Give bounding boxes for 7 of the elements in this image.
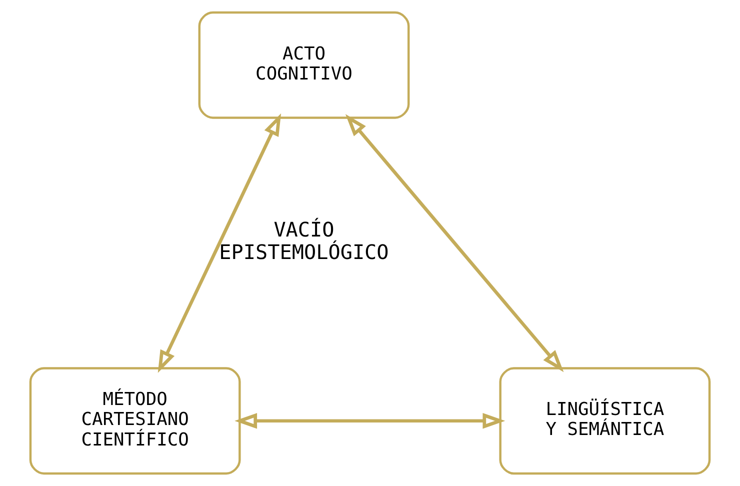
arrow xyxy=(158,113,282,373)
node-box: LINGÜÍSTICA Y SEMÁNTICA xyxy=(499,367,711,475)
arrow xyxy=(345,114,564,372)
node-box: MÉTODO CARTESIANO CIENTÍFICO xyxy=(29,367,241,475)
label: VACÍO EPISTEMOLÓGICO xyxy=(219,218,389,264)
node-box: ACTO COGNITIVO xyxy=(198,11,410,119)
arrow xyxy=(234,413,506,429)
